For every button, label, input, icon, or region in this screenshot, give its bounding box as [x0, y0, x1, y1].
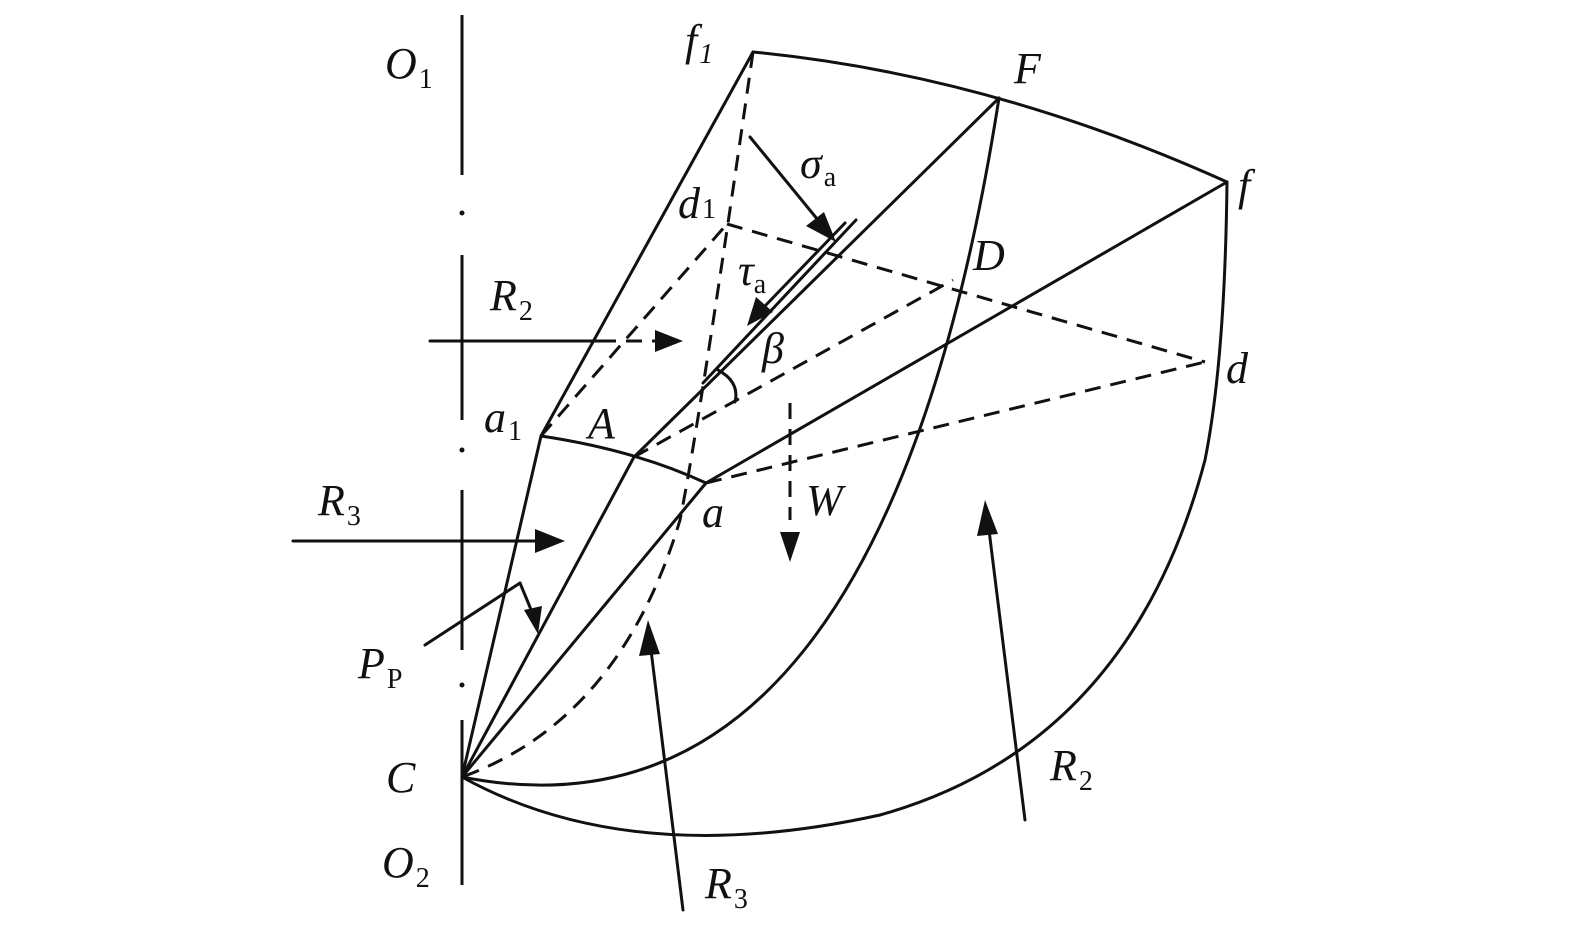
- arrow-pp: [518, 581, 534, 614]
- label-W: W: [806, 476, 846, 525]
- label-r3-bottom: R3: [704, 859, 748, 915]
- label-r3-left: R3: [317, 476, 361, 532]
- arrow-tau: [763, 221, 847, 308]
- axis-o1-o2: [459, 15, 465, 885]
- force-arrows: [291, 135, 1027, 912]
- labels: O1 O2 f1 F f d1 D d σa τa β a1 A a W R2 …: [317, 16, 1256, 915]
- arrow-r2-left-head: [655, 330, 683, 352]
- arrow-sigma: [748, 135, 820, 222]
- label-f1: f1: [685, 16, 713, 70]
- arrow-w-head: [780, 532, 800, 562]
- label-d1: d1: [678, 179, 716, 228]
- label-o1: O1: [385, 39, 433, 95]
- wedge-dashed-edges: [461, 51, 1206, 779]
- label-d: d: [1226, 344, 1249, 393]
- label-D: D: [972, 231, 1005, 280]
- arrow-tau-head: [747, 297, 773, 326]
- label-r2-right: R2: [1049, 741, 1093, 797]
- angle-beta-arc: [716, 368, 738, 404]
- label-a1: a1: [484, 393, 522, 447]
- label-sigma-a: σa: [800, 139, 837, 193]
- label-r2-left: R2: [489, 271, 533, 327]
- arrow-pp-head: [524, 606, 542, 634]
- arrow-r3-left-head: [535, 529, 565, 553]
- label-C: C: [386, 753, 416, 802]
- label-F: F: [1013, 44, 1042, 93]
- arrow-r3-bottom-head: [639, 620, 660, 656]
- label-pp: PP: [357, 639, 402, 695]
- wedge-solid-edges: [460, 50, 1229, 837]
- arrow-r3-bottom: [649, 648, 685, 912]
- label-beta: β: [761, 324, 784, 373]
- arrow-pp-leader: [423, 581, 522, 647]
- arrow-r2-right: [987, 528, 1027, 822]
- label-f: f: [1238, 161, 1256, 210]
- label-a: a: [702, 488, 724, 537]
- label-o2: O2: [382, 838, 430, 894]
- arrow-r2-right-head: [977, 500, 998, 536]
- label-A: A: [585, 399, 616, 448]
- label-tau-a: τa: [738, 246, 767, 300]
- arrow-sigma-head: [806, 212, 836, 242]
